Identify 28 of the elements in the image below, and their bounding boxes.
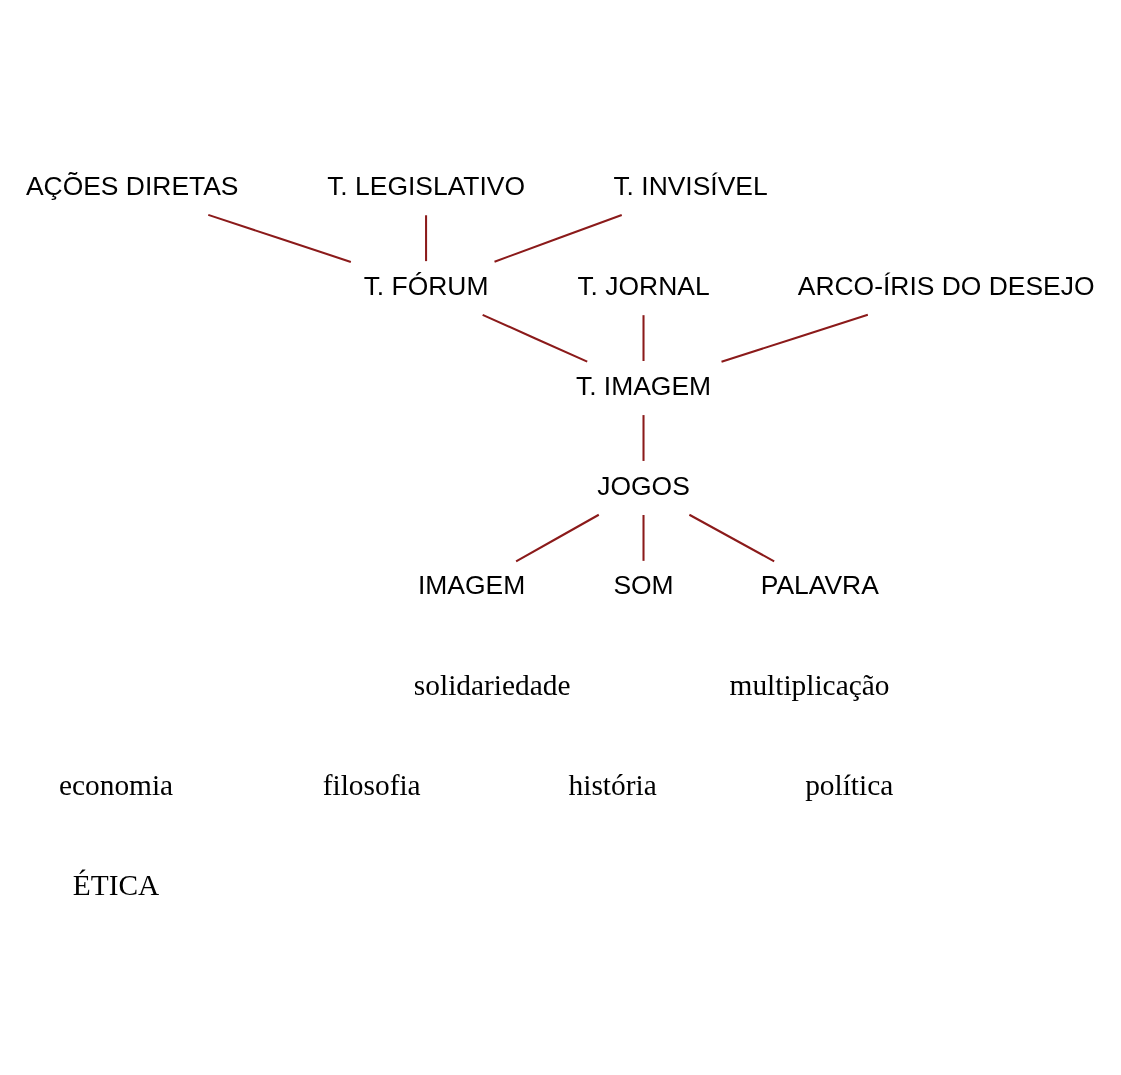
node-text: T. LEGISLATIVO xyxy=(327,170,525,201)
node-text: T. INVISÍVEL xyxy=(613,170,768,201)
node-text: AÇÕES DIRETAS xyxy=(25,170,239,201)
label: filosofia xyxy=(322,768,421,801)
connector xyxy=(515,513,600,562)
node-text: PALAVRA xyxy=(760,569,879,600)
connector xyxy=(642,414,645,461)
node-text: T. JORNAL xyxy=(577,270,710,301)
connector xyxy=(642,314,645,361)
label: multiplicação xyxy=(729,668,890,701)
connector xyxy=(688,513,775,562)
connector xyxy=(494,213,623,263)
label: história xyxy=(568,768,657,801)
connector xyxy=(207,213,352,263)
label: política xyxy=(805,768,894,801)
node-text: IMAGEM xyxy=(417,569,526,600)
label: economia xyxy=(58,768,174,801)
label: ÉTICA xyxy=(72,868,160,901)
node-text: ARCO-ÍRIS DO DESEJO xyxy=(797,270,1095,301)
connector xyxy=(642,514,645,561)
node-text: T. FÓRUM xyxy=(363,270,489,301)
node-text: T. IMAGEM xyxy=(575,370,712,401)
node-text: SOM xyxy=(613,569,674,600)
node-text: JOGOS xyxy=(597,470,690,501)
connector xyxy=(425,214,428,261)
connector xyxy=(482,313,588,362)
label: solidariedade xyxy=(413,668,571,701)
connector xyxy=(721,313,869,363)
